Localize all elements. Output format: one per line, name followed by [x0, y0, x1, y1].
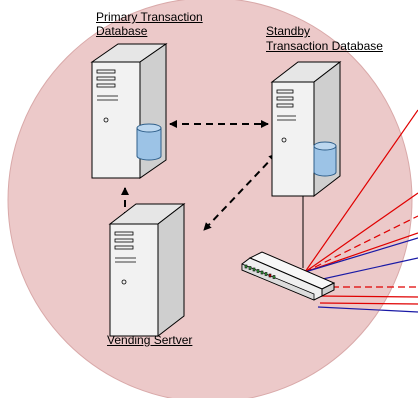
primary-db-label-line1: Primary Transaction [96, 10, 203, 24]
blue-link [317, 306, 418, 313]
red-link [304, 232, 418, 273]
standby-db-label-line1: Standby [266, 24, 311, 38]
vending-server-label: Vending Sertver [107, 333, 193, 347]
red-link [319, 302, 418, 305]
red-link [304, 109, 418, 273]
blue-link [304, 237, 418, 273]
red-link [317, 295, 418, 298]
red-link [304, 192, 418, 273]
vending-server-icon [108, 202, 186, 338]
primary-db-label-line2: Database [96, 24, 148, 38]
red-dashed-link [304, 215, 418, 273]
standby-database-icon [313, 141, 337, 177]
primary-database-icon [136, 123, 162, 161]
standby-db-label-line2: Transaction Database [266, 39, 383, 53]
standby-vending-arrow [203, 153, 277, 231]
network-switch-icon [241, 251, 336, 301]
network-zone [7, 0, 413, 403]
switch-uplinks [288, 109, 418, 313]
